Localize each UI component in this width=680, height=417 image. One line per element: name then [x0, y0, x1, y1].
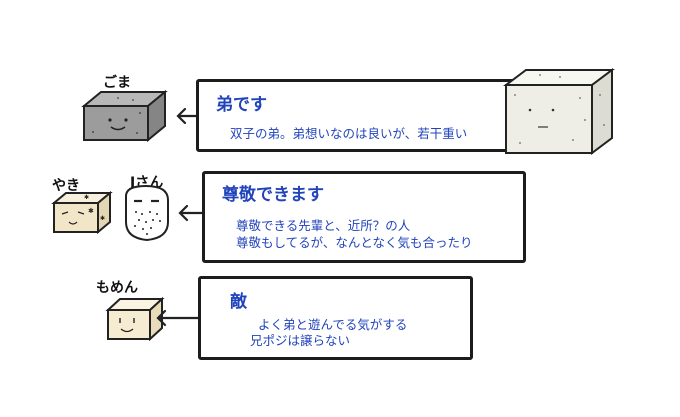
relation-title-goma: 弟です [216, 95, 267, 115]
svg-text:✱: ✱ [88, 207, 94, 215]
relation-title-yaki-j-san: 尊敬できます [222, 185, 324, 205]
relation-card-goma [196, 79, 524, 152]
relation-card-yaki-j-san [202, 171, 526, 263]
relation-title-momen: 敵 [230, 292, 247, 312]
relation-card-momen [198, 276, 473, 360]
relation-line-goma-1: 双子の弟。弟想いなのは良いが、若干重い [230, 126, 468, 141]
character-name-momen: もめん [96, 280, 138, 296]
character-name-yaki: やき [52, 178, 80, 194]
svg-text:✱: ✱ [100, 215, 105, 222]
svg-text:✱: ✱ [84, 194, 89, 201]
relation-line-yaki-j-san-2: 尊敬もしてるが、なんとなく気も合ったり [236, 235, 473, 250]
relation-line-momen-2: 兄ポジは譲らない [250, 333, 351, 348]
relation-line-yaki-j-san-1: 尊敬できる先輩と、近所？の人 [236, 218, 411, 233]
relation-line-momen-1: よく弟と遊んでる気がする [258, 317, 408, 332]
character-name-goma: ごま [103, 75, 131, 91]
